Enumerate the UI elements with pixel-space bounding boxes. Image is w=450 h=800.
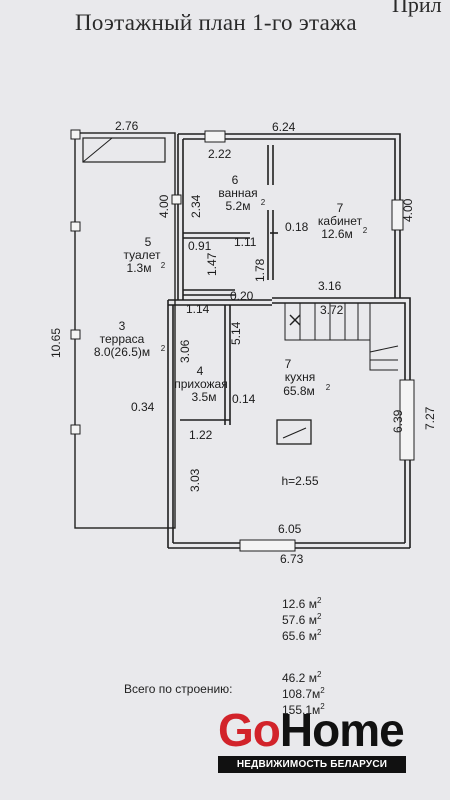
dim-605: 6.05: [278, 522, 302, 536]
room-kitchen-area: 65.8м: [283, 384, 315, 398]
room-wc-area: 1.3м: [127, 261, 152, 275]
dim-316: 3.16: [318, 279, 342, 293]
room-bath-sup: 2: [261, 198, 266, 207]
dim-1065: 10.65: [49, 328, 63, 358]
dim-372: 3.72: [320, 303, 344, 317]
room-terrace-area: 8.0(26.5)м: [94, 345, 150, 359]
dim-147: 1.47: [205, 252, 219, 276]
total-row-2: 108.7м2: [282, 686, 325, 701]
room-wc-sup: 2: [161, 261, 166, 270]
staircase: [284, 303, 399, 371]
room-wc-number: 5: [145, 235, 152, 249]
gohome-logo: GoHome НЕДВИЖИМОСТЬ БЕЛАРУСИ: [218, 706, 408, 776]
dim-020: 0.20: [230, 289, 254, 303]
dim-018: 0.18: [285, 220, 309, 234]
room-bath-area: 5.2м: [226, 199, 251, 213]
room-kitchen-number: 7: [285, 357, 292, 371]
kitchen-stove: [276, 419, 312, 445]
total-row-3: 155.1м2: [282, 702, 325, 717]
dim-727: 7.27: [423, 406, 437, 430]
dim-111: 1.11: [234, 235, 257, 249]
room-kitchen-sup: 2: [326, 383, 331, 392]
dim-400-left: 4.00: [157, 194, 171, 218]
dim-276: 2.76: [115, 119, 139, 133]
dim-303: 3.03: [188, 468, 202, 492]
page-title: Поэтажный план 1-го этажа: [75, 10, 357, 35]
room-terrace-name: терраса: [100, 332, 145, 346]
dim-014: 0.14: [232, 392, 256, 406]
dim-034: 0.34: [131, 400, 155, 414]
dim-091: 0.91: [188, 239, 212, 253]
room-hall-number: 4: [197, 364, 204, 378]
dim-514: 5.14: [229, 321, 243, 345]
windows: [70, 129, 415, 552]
room-hall-name: прихожая: [174, 377, 227, 391]
dim-234: 2.34: [189, 194, 203, 218]
dim-222: 2.22: [208, 147, 232, 161]
room-bath-number: 6: [232, 173, 239, 187]
room-kitchen-name: кухня: [285, 370, 316, 384]
dim-639: 6.39: [391, 409, 405, 433]
room-terrace-number: 3: [119, 319, 126, 333]
room-bath-name: ванная: [218, 186, 257, 200]
dim-114: 1.14: [186, 302, 210, 316]
room-office-name: кабинет: [318, 214, 363, 228]
room-terrace-sup: 2: [161, 344, 166, 353]
room-wc-name: туалет: [124, 248, 161, 262]
area-row-1: 12.6 м2: [282, 596, 322, 611]
dim-624: 6.24: [272, 120, 296, 134]
room-hall-area: 3.5м: [192, 390, 217, 404]
dim-306: 3.06: [178, 339, 192, 363]
dim-400-right: 4.00: [401, 198, 415, 222]
area-row-3: 65.6 м2: [282, 628, 322, 643]
dim-122: 1.22: [189, 428, 213, 442]
room-office-number: 7: [337, 201, 344, 215]
room-office-sup: 2: [363, 226, 368, 235]
dim-673: 6.73: [280, 552, 304, 566]
ceiling-height: h=2.55: [281, 474, 318, 488]
area-row-2: 57.6 м2: [282, 612, 322, 627]
room-office-area: 12.6м: [321, 227, 353, 241]
total-row-1: 46.2 м2: [282, 670, 322, 685]
corner-text: Прил: [392, 0, 442, 17]
logo-wordmark: GoHome: [218, 704, 405, 756]
floor-plan-drawing: 2.76 6.24 2.22 0.18 0.91 1.11 3.16 0.20 …: [49, 119, 437, 566]
total-building-label: Всего по строению:: [124, 682, 233, 696]
dim-178: 1.78: [253, 258, 267, 282]
logo-tagline: НЕДВИЖИМОСТЬ БЕЛАРУСИ: [218, 756, 406, 773]
